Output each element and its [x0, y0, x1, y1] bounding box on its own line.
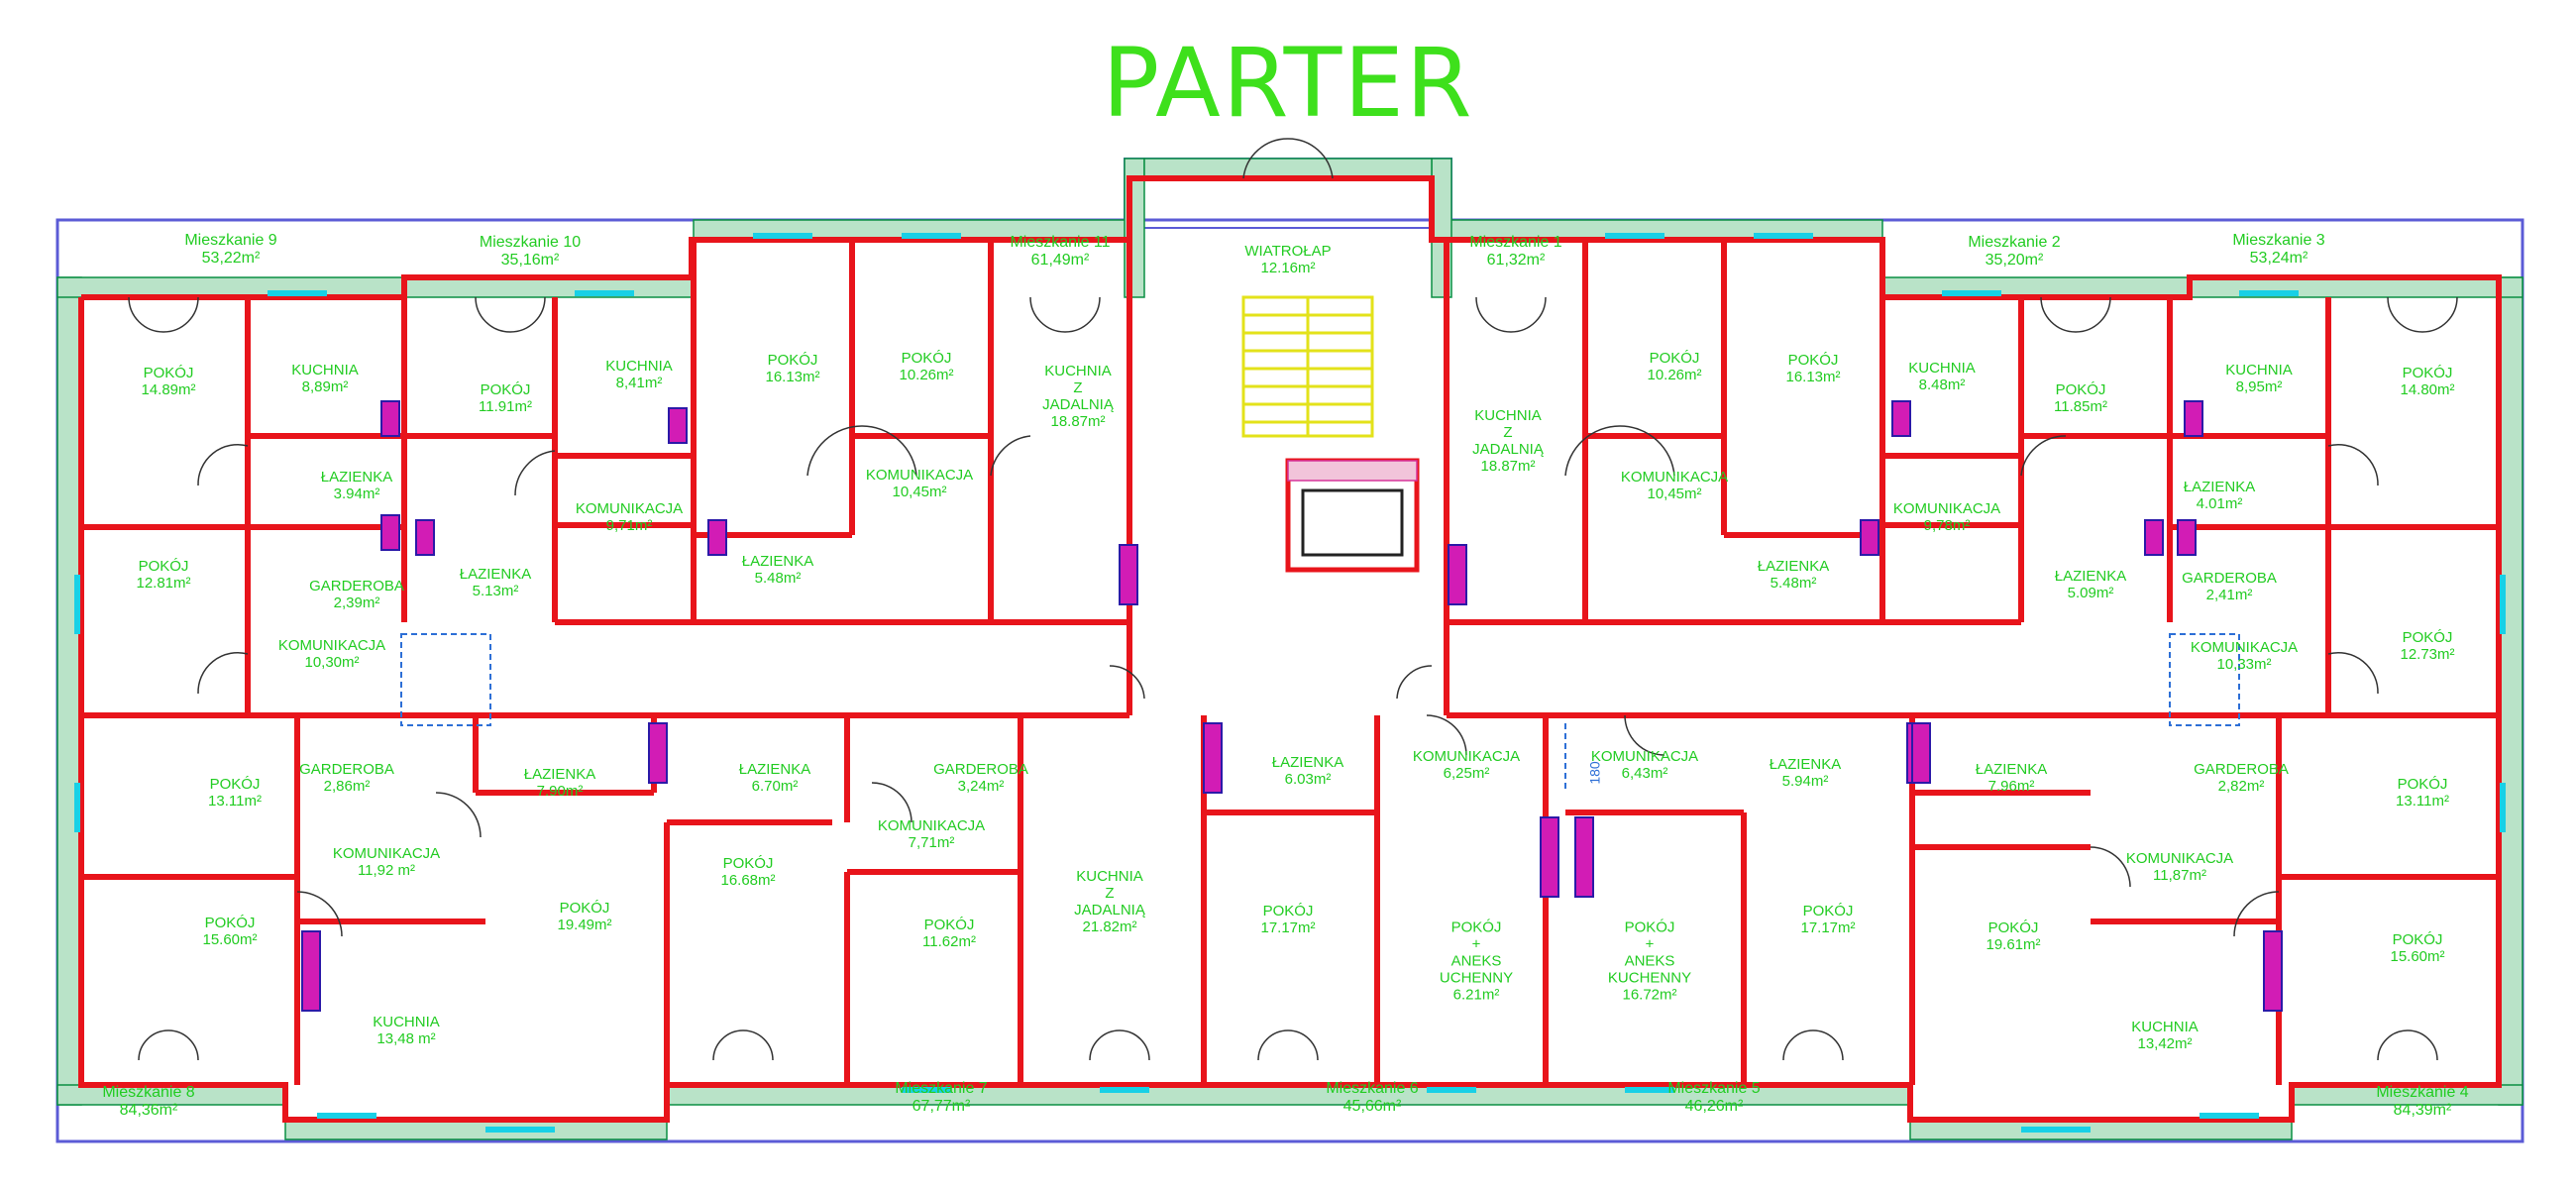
windows — [74, 233, 2506, 1133]
door-swings — [128, 138, 2458, 1061]
page-title: PARTER — [1102, 28, 1474, 139]
elevator-shaft — [1285, 458, 1420, 573]
insulation-layer — [56, 158, 2523, 1140]
walls — [78, 175, 2502, 1123]
site-outline — [55, 218, 2524, 1143]
vent-shafts — [301, 400, 2283, 1012]
stairs — [1241, 295, 1374, 438]
partition-marks — [400, 633, 2240, 793]
dimension-label: 180 — [1586, 761, 1603, 785]
